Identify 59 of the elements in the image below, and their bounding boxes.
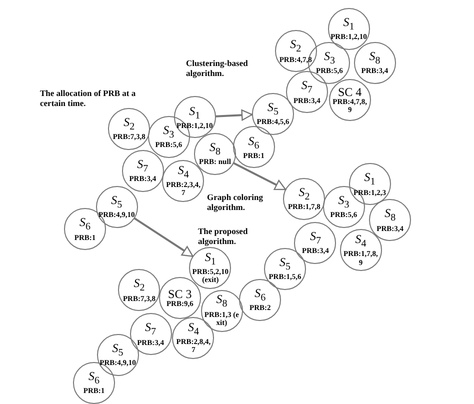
cell-circle bbox=[239, 278, 282, 321]
cell-name: S$_{5}$ bbox=[279, 256, 290, 274]
cell-circle bbox=[252, 92, 294, 135]
cell-name: S$_{4}$ bbox=[188, 320, 199, 338]
cell-circle bbox=[189, 246, 232, 289]
cell-circle bbox=[200, 290, 243, 332]
cell-name: S$_{2}$ bbox=[298, 186, 310, 204]
cell-circle bbox=[108, 108, 150, 150]
arrow bbox=[233, 162, 286, 190]
arrow bbox=[216, 110, 253, 121]
cell-name: SC 3 bbox=[168, 288, 192, 300]
cell-circle bbox=[369, 199, 412, 242]
cell-circle bbox=[328, 8, 370, 50]
cell-name: S$_{6}$ bbox=[248, 134, 260, 152]
cell-circle bbox=[283, 178, 326, 220]
cell-circle bbox=[122, 150, 164, 192]
cell-circle bbox=[172, 316, 214, 359]
cell-name: S$_{8}$ bbox=[384, 207, 396, 225]
cell-name: S$_{1}$ bbox=[189, 104, 200, 122]
cell-name: S$_{8}$ bbox=[209, 140, 220, 158]
cell-circle bbox=[174, 96, 216, 138]
caption-text: The allocation of PRB at a certain time. bbox=[40, 88, 137, 108]
cell-circle bbox=[158, 277, 201, 320]
cell-circle bbox=[118, 269, 160, 312]
cell-name: S$_{7}$ bbox=[137, 158, 148, 176]
cell-circle bbox=[194, 132, 236, 175]
cell-name: S$_{8}$ bbox=[369, 50, 380, 68]
cell-circle bbox=[354, 42, 396, 84]
cell-name: S$_{3}$ bbox=[163, 124, 174, 142]
cell-name: S$_{6}$ bbox=[80, 216, 91, 234]
cell-name: S$_{7}$ bbox=[301, 79, 312, 97]
cell-name: S$_{7}$ bbox=[145, 321, 156, 339]
cell-circle bbox=[274, 30, 317, 72]
cell-circle bbox=[130, 313, 172, 356]
cell-name: S$_{3}$ bbox=[338, 194, 350, 212]
cell-name: S$_{5}$ bbox=[267, 100, 278, 118]
cell-name: S$_{6}$ bbox=[254, 286, 266, 304]
cell-circle bbox=[348, 163, 391, 206]
cell-name: S$_{8}$ bbox=[216, 293, 228, 311]
cell-name: S$_{2}$ bbox=[124, 116, 135, 134]
cell-name: S$_{2}$ bbox=[290, 38, 302, 56]
cell-name: S$_{1}$ bbox=[364, 171, 376, 189]
cell-name: S$_{5}$ bbox=[111, 194, 122, 212]
cell-circle bbox=[232, 126, 275, 168]
cell-name: S$_{4}$ bbox=[178, 164, 189, 181]
cell-name: S$_{4}$ bbox=[355, 232, 366, 250]
cell-circle bbox=[294, 222, 336, 264]
cell-name: S$_{3}$ bbox=[324, 50, 335, 68]
cell-circle bbox=[96, 186, 138, 228]
cell-name: S$_{6}$ bbox=[88, 370, 100, 388]
cell-name: S$_{7}$ bbox=[310, 230, 321, 248]
cell-name: S$_{5}$ bbox=[112, 342, 124, 360]
cell-circle bbox=[328, 79, 371, 122]
arrow bbox=[134, 217, 194, 258]
cell-circle bbox=[96, 334, 139, 376]
cell-name: S$_{1}$ bbox=[204, 250, 216, 268]
cell-name: SC 4 bbox=[338, 86, 362, 98]
cell-name: S$_{2}$ bbox=[134, 277, 145, 295]
cell-name: S$_{1}$ bbox=[343, 16, 354, 34]
